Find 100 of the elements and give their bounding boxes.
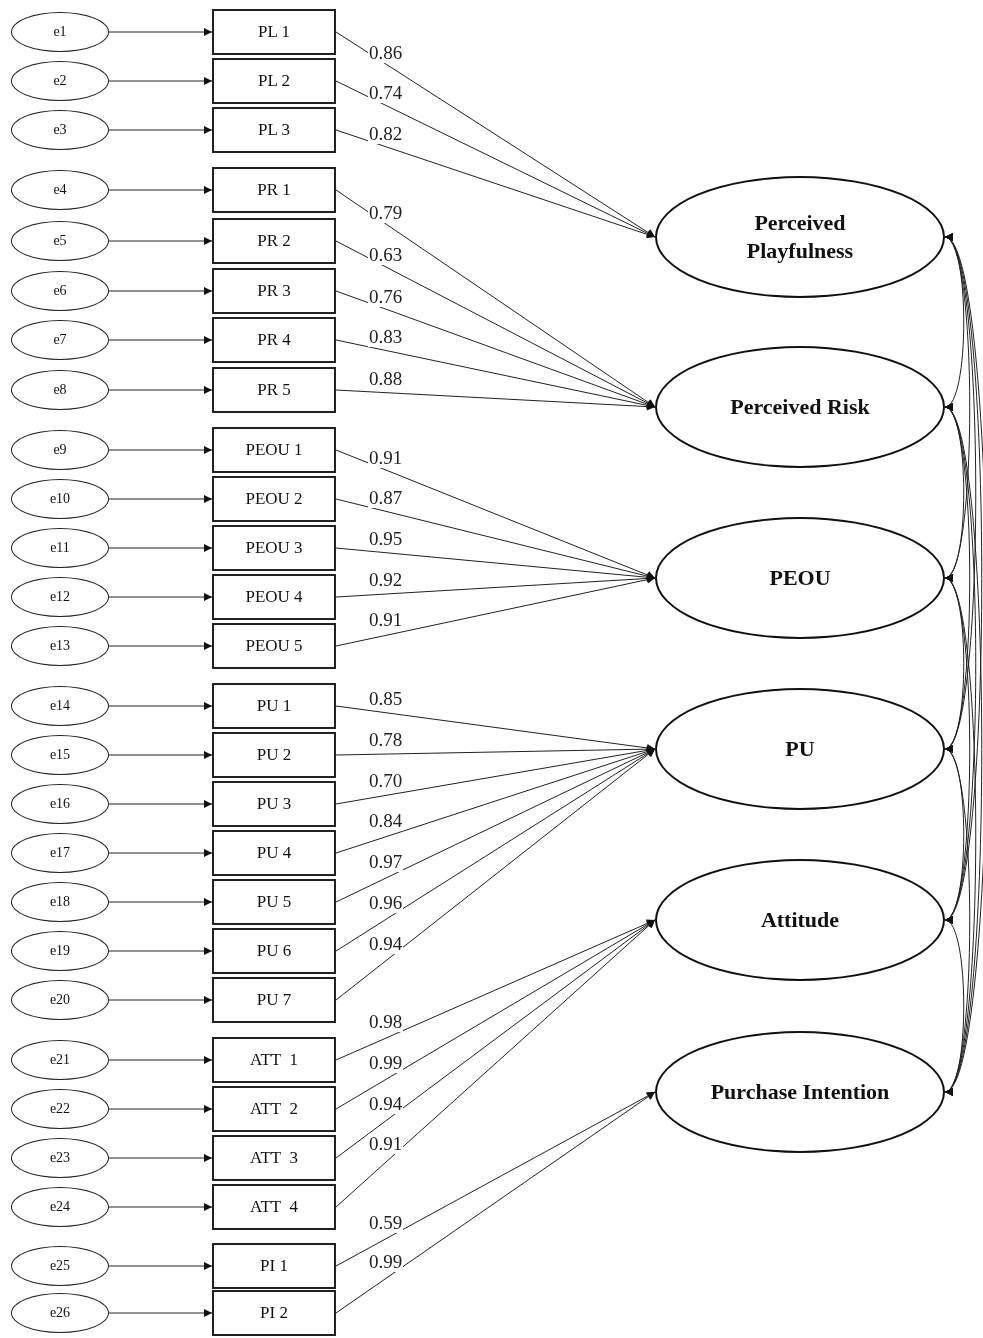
loading-label: 0.97: [368, 852, 404, 873]
path-arrow: [335, 129, 656, 239]
indicator-box: ATT 2: [212, 1086, 336, 1132]
path-arrow: [108, 642, 213, 650]
error-ellipse: e11: [11, 528, 109, 568]
path-arrow: [108, 849, 213, 857]
error-ellipse: e13: [11, 626, 109, 666]
indicator-box: PU 5: [212, 879, 336, 925]
path-arrow: [335, 748, 656, 1001]
path-arrow: [108, 898, 213, 906]
error-ellipse: e4: [11, 170, 109, 210]
error-ellipse: e2: [11, 61, 109, 101]
error-ellipse: e23: [11, 1138, 109, 1178]
covariance-arrow: [944, 919, 965, 1093]
indicator-box: PEOU 5: [212, 623, 336, 669]
error-ellipse: e17: [11, 833, 109, 873]
path-arrow: [108, 446, 213, 454]
path-arrow: [108, 495, 213, 503]
indicator-box: PR 5: [212, 367, 336, 413]
path-arrow: [108, 1262, 213, 1270]
loading-label: 0.74: [368, 83, 404, 104]
path-arrow: [108, 237, 213, 245]
path-arrow: [108, 1154, 213, 1162]
indicator-box: PU 2: [212, 732, 336, 778]
path-arrow: [108, 1056, 213, 1064]
path-arrow: [108, 800, 213, 808]
error-ellipse: e21: [11, 1040, 109, 1080]
indicator-box: PR 2: [212, 218, 336, 264]
loading-label: 0.99: [368, 1053, 404, 1073]
error-ellipse: e24: [11, 1187, 109, 1227]
indicator-box: ATT 1: [212, 1037, 336, 1083]
latent-ellipse: PU: [655, 688, 945, 810]
error-ellipse: e14: [11, 686, 109, 726]
loading-label: 0.82: [368, 124, 404, 145]
indicator-box: PR 1: [212, 167, 336, 213]
path-arrow: [335, 189, 656, 408]
loading-label: 0.63: [368, 245, 404, 266]
indicator-box: PEOU 3: [212, 525, 336, 571]
path-arrow: [108, 1203, 213, 1211]
latent-ellipse: Perceived Playfulness: [655, 176, 945, 298]
path-arrow: [335, 705, 656, 752]
path-arrow: [108, 751, 213, 759]
path-arrow: [108, 702, 213, 710]
error-ellipse: e22: [11, 1089, 109, 1129]
path-arrow: [335, 745, 656, 756]
path-arrow: [335, 574, 656, 598]
error-ellipse: e16: [11, 784, 109, 824]
indicator-box: PL 3: [212, 107, 336, 153]
path-arrow: [108, 386, 213, 394]
indicator-box: PU 4: [212, 830, 336, 876]
indicator-box: PU 7: [212, 977, 336, 1023]
loading-label: 0.98: [368, 1012, 404, 1033]
path-arrow: [335, 748, 656, 952]
indicator-box: PEOU 1: [212, 427, 336, 473]
indicator-box: PI 2: [212, 1290, 336, 1336]
path-arrow: [335, 389, 656, 411]
indicator-box: ATT 4: [212, 1184, 336, 1230]
latent-ellipse: Attitude: [655, 859, 945, 981]
indicator-box: PL 2: [212, 58, 336, 104]
loading-label: 0.83: [368, 327, 404, 348]
path-arrow: [108, 593, 213, 601]
path-arrow: [335, 449, 656, 579]
latent-ellipse: Perceived Risk: [655, 346, 945, 468]
path-arrow: [108, 28, 213, 36]
path-arrow: [335, 1091, 656, 1314]
path-arrow: [335, 290, 656, 409]
indicator-box: PR 3: [212, 268, 336, 314]
error-ellipse: e6: [11, 271, 109, 311]
indicator-box: PEOU 2: [212, 476, 336, 522]
path-arrow: [108, 544, 213, 552]
path-arrow: [108, 996, 213, 1004]
indicator-box: PR 4: [212, 317, 336, 363]
error-ellipse: e8: [11, 370, 109, 410]
loading-label: 0.91: [368, 1134, 404, 1155]
error-ellipse: e18: [11, 882, 109, 922]
path-arrow: [108, 947, 213, 955]
path-arrow: [108, 287, 213, 295]
indicator-box: PU 6: [212, 928, 336, 974]
loading-label: 0.84: [368, 811, 404, 832]
indicator-box: ATT 3: [212, 1135, 336, 1181]
indicator-box: PEOU 4: [212, 574, 336, 620]
path-arrow: [108, 126, 213, 134]
path-arrow: [108, 1105, 213, 1113]
latent-ellipse: Purchase Intention: [655, 1031, 945, 1153]
path-arrow: [335, 575, 656, 647]
error-ellipse: e12: [11, 577, 109, 617]
error-ellipse: e15: [11, 735, 109, 775]
path-arrow: [335, 919, 656, 1159]
error-ellipse: e7: [11, 320, 109, 360]
indicator-box: PL 1: [212, 9, 336, 55]
path-arrow: [108, 1309, 213, 1317]
error-ellipse: e25: [11, 1246, 109, 1286]
indicator-box: PI 1: [212, 1243, 336, 1289]
path-arrow: [335, 80, 656, 238]
error-ellipse: e9: [11, 430, 109, 470]
path-arrow: [335, 919, 656, 1208]
error-ellipse: e19: [11, 931, 109, 971]
error-ellipse: e3: [11, 110, 109, 150]
path-arrow: [335, 31, 656, 238]
error-ellipse: e26: [11, 1293, 109, 1333]
